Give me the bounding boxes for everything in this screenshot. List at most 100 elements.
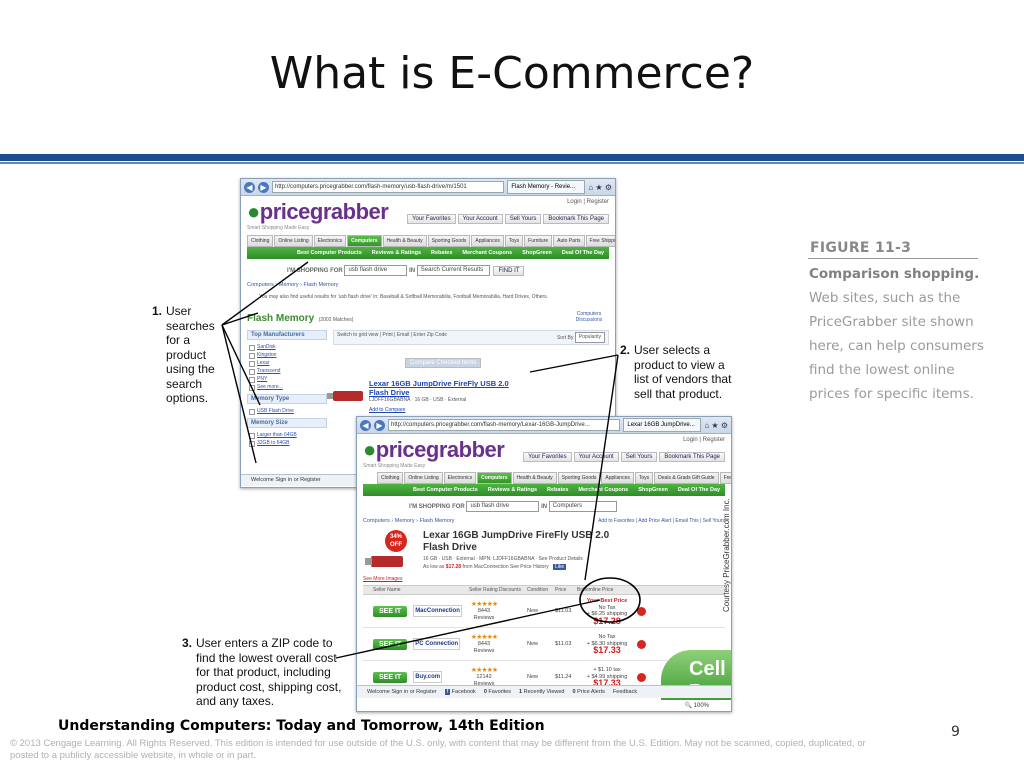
category-tab[interactable]: Clothing [247,235,274,247]
col-condition[interactable]: Condition [527,587,549,593]
search-scope-select[interactable]: Computers [548,501,617,512]
breadcrumb[interactable]: Computers › Memory › Flash Memory [247,282,339,289]
subnav-link[interactable]: ShopGreen [638,487,668,493]
add-to-compare-link[interactable]: Add to Compare [369,407,406,414]
category-tab[interactable]: Auto Parts [553,235,585,247]
home-star-gear-icons[interactable]: ⌂ ★ ⚙ [704,420,728,430]
subnav-link[interactable]: Deal Of The Day [677,487,721,493]
browser-tab[interactable]: Flash Memory - Revie... [507,180,586,194]
welcome-text[interactable]: Welcome Sign in or Register [367,689,437,695]
category-tab[interactable]: Deals & Grads Gift Guide [654,472,719,484]
subnav-link[interactable]: Rebates [547,487,569,493]
site-logo[interactable]: ●pricegrabber Smart Shopping Made Easy [247,199,389,231]
col-price[interactable]: Price [555,587,567,593]
review-count[interactable]: 8443 Reviews [473,607,495,621]
back-icon[interactable]: ◀ [360,419,371,431]
login-register-links[interactable]: Login | Register [567,199,609,205]
category-tab[interactable]: Toys [504,235,524,247]
login-register-links[interactable]: Login | Register [683,437,725,443]
your-favorites-button[interactable]: Your Favorites [407,214,456,224]
zoom-level[interactable]: 🔍 100% [684,703,710,709]
product-actions[interactable]: Add to Favorites | Add Price Alert | Ema… [598,518,725,524]
category-tab[interactable]: Free Shipping [719,472,731,484]
see-it-button[interactable]: SEE IT [373,638,408,650]
seller-logo[interactable]: PC Connection [413,638,461,650]
manufacturer-filter[interactable]: PNY [247,375,327,384]
col-seller[interactable]: Seller Name [373,587,401,593]
col-bottomline[interactable]: Bottomline Price [577,587,614,593]
see-more-images-link[interactable]: See More Images [363,576,403,582]
favorites-link[interactable]: 0 Favorites [483,689,512,695]
subnav-link[interactable]: Reviews & Ratings [371,250,422,256]
review-count[interactable]: 8443 Reviews [473,640,495,654]
usb-drive-thumbnail[interactable] [327,391,363,402]
breadcrumb[interactable]: Computers › Memory › Flash Memory [363,518,455,524]
address-bar[interactable]: http://computers.pricegrabber.com/flash-… [272,181,505,193]
your-favorites-button[interactable]: Your Favorites [523,452,572,462]
category-tab[interactable]: Appliances [601,472,634,484]
address-bar[interactable]: http://computers.pricegrabber.com/flash-… [388,419,621,431]
low-price-suffix[interactable]: from MacConnection See Price History [461,564,549,570]
col-rating[interactable]: Seller Rating [469,587,498,593]
home-star-gear-icons[interactable]: ⌂ ★ ⚙ [588,182,612,192]
feedback-link[interactable]: Feedback [612,689,638,695]
discussions-link[interactable]: Computers Discussions [575,311,603,324]
see-it-button[interactable]: SEE IT [373,671,408,683]
your-account-button[interactable]: Your Account [573,452,619,462]
welcome-text[interactable]: Welcome Sign in or Register [251,477,321,483]
sell-yours-button[interactable]: Sell Yours [620,452,658,462]
facebook-link[interactable]: f Facebook [444,689,476,695]
bookmark-button[interactable]: Bookmark This Page [543,214,609,224]
forward-icon[interactable]: ▶ [258,181,269,193]
forward-icon[interactable]: ▶ [374,419,385,431]
compare-button[interactable]: Compare Checked Items [405,358,482,369]
category-tab[interactable]: Online Listing [274,235,313,247]
search-scope-select[interactable]: Search Current Results [416,265,490,276]
memory-type-usb[interactable]: USB Flash Drive [247,407,327,416]
price-alerts-link[interactable]: 0 Price Alerts [572,689,605,695]
recently-viewed-link[interactable]: 1 Recently Viewed [519,689,565,695]
category-tab[interactable]: Toys [634,472,654,484]
category-tab[interactable]: Online Listing [404,472,443,484]
category-tab[interactable]: Electronics [313,235,347,247]
manufacturer-filter[interactable]: Lexar [247,359,327,368]
manufacturer-filter[interactable]: Transcend [247,367,327,376]
category-tab[interactable]: Health & Beauty [382,235,427,247]
your-account-button[interactable]: Your Account [457,214,503,224]
subnav-link[interactable]: Merchant Coupons [578,487,629,493]
sell-yours-button[interactable]: Sell Yours [504,214,542,224]
review-count[interactable]: 12142 Reviews [473,673,495,687]
category-tab[interactable]: Free Shipping [585,235,615,247]
category-tab[interactable]: Sporting Goods [427,235,471,247]
subnav-link[interactable]: ShopGreen [522,250,552,256]
seller-logo[interactable]: MacConnection [413,605,462,617]
find-it-button[interactable]: FIND IT [493,266,525,277]
sort-select[interactable]: Popularity [574,332,605,344]
category-tab[interactable]: Health & Beauty [512,472,557,484]
search-input[interactable]: usb flash drive [466,501,540,512]
results-toolbar[interactable]: Switch to grid view | Print | Email | En… [337,332,448,339]
category-tab[interactable]: Computers [347,235,382,247]
category-tab[interactable]: Furniture [524,235,553,247]
subnav-link[interactable]: Deal Of The Day [561,250,605,256]
product-image[interactable]: 34%OFF [363,530,415,576]
bookmark-button[interactable]: Bookmark This Page [659,452,725,462]
back-icon[interactable]: ◀ [244,181,255,193]
search-input[interactable]: usb flash drive [344,265,408,276]
category-tab[interactable]: Electronics [443,472,477,484]
product-link[interactable]: Lexar 16GB JumpDrive FireFly USB 2.0 Fla… [369,379,509,398]
see-it-button[interactable]: SEE IT [373,605,408,617]
subnav-link[interactable]: Best Computer Products [413,487,478,493]
category-tab[interactable]: Clothing [377,472,404,484]
subnav-link[interactable]: Reviews & Ratings [487,487,538,493]
category-tab[interactable]: Computers [477,472,512,484]
seller-logo[interactable]: Buy.com [413,671,443,683]
manufacturer-filter[interactable]: Kingston [247,351,327,360]
subnav-link[interactable]: Rebates [431,250,453,256]
subnav-link[interactable]: Merchant Coupons [462,250,513,256]
browser-tab[interactable]: Lexar 16GB JumpDrive... [623,418,702,432]
subnav-link[interactable]: Best Computer Products [297,250,362,256]
category-tab[interactable]: Appliances [471,235,504,247]
like-button[interactable]: Like [553,564,567,570]
site-logo[interactable]: ●pricegrabber Smart Shopping Made Easy [363,437,505,469]
